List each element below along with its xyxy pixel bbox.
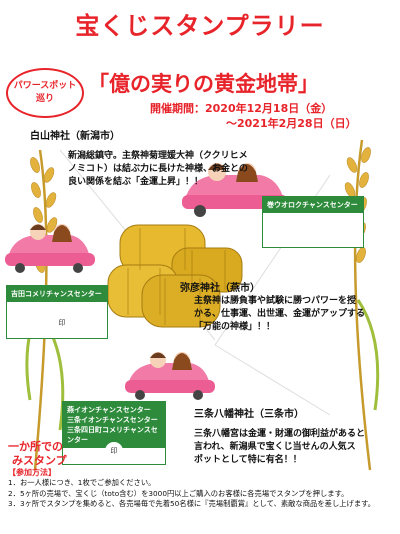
shrine-sanjo-hachiman: 三条八幡神社（三条市） 三条八幡宮は金運・財運の御利益があると 言われ、新潟県で… xyxy=(194,405,398,467)
shrine-desc-line: 良い関係を結ぶ「金運上昇」！！ xyxy=(68,177,204,187)
single-stamp-note: 一か所での みスタンプ xyxy=(8,440,67,468)
store-name: 巻ウオロクチャンスセンター xyxy=(263,197,363,213)
shrine-desc-line: ノミコト）は結ぶ力に長けた神様、お金との xyxy=(68,164,248,174)
rules-title: 【参加方法】 xyxy=(8,468,56,477)
store-name: 三条イオンチャンスセンター xyxy=(67,416,158,424)
shrine-description: 新潟総鎮守。主祭神菊理媛大神（ククリヒメ ノミコト）は結ぶ力に長けた神様、お金と… xyxy=(30,150,270,189)
event-subtitle: 「億の実りの黄金地帯」 xyxy=(88,72,319,96)
badge-line-2: 巡り xyxy=(35,94,54,104)
power-spot-badge: パワースポット 巡り xyxy=(6,68,84,118)
shrine-yahiko: 弥彦神社（燕市） 主祭神は勝負事や試験に勝つパワーを授 かる、仕事運、出世運、金… xyxy=(180,279,398,334)
couple-car-bottom-icon xyxy=(125,352,215,400)
shrine-description: 三条八幡宮は金運・財運の御利益があると 言われ、新潟県で宝くじ当せんの人気ス ポ… xyxy=(194,428,398,467)
shrine-desc-line: 「万能の神様」！！ xyxy=(194,322,276,332)
store-card-tsubame-sanjo: 燕イオンチャンスセンター 三条イオンチャンスセンター 三条四日町コメリチャンスセ… xyxy=(62,401,166,465)
store-name-list: 燕イオンチャンスセンター 三条イオンチャンスセンター 三条四日町コメリチャンスセ… xyxy=(63,402,165,448)
shrine-name: 三条八幡神社（三条市） xyxy=(194,409,304,420)
shrine-name: 弥彦神社（燕市） xyxy=(180,283,260,294)
shrine-desc-line: かる、仕事運、出世運、金運がアップする xyxy=(194,309,366,319)
shrine-desc-line: 新潟総鎮守。主祭神菊理媛大神（ククリヒメ xyxy=(68,151,248,161)
shrine-name: 白山神社（新潟市） xyxy=(30,131,120,142)
rule-item: 2．5ヶ所の売場で、宝くじ（toto含む）を3000円以上ご購入のお客様に各売場… xyxy=(8,488,349,498)
rule-item: 3．3ヶ所でスタンプを集めると、各売場毎で先着50名様に『売場制覇賞』として、素… xyxy=(8,499,375,508)
shrine-desc-line: ポットとして特に有名！！ xyxy=(194,455,302,465)
gold-bales-icon xyxy=(107,224,243,328)
badge-line-1: パワースポット xyxy=(13,81,77,91)
event-date-end: ～2021年2月28日（日） xyxy=(226,117,357,130)
shrine-hakusan: 白山神社（新潟市） 新潟総鎮守。主祭神菊理媛大神（ククリヒメ ノミコト）は結ぶ力… xyxy=(30,127,270,189)
rules-list: 1．お一人様につき、1枚でご参加ください。 2．5ヶ所の売場で、宝くじ（toto… xyxy=(8,478,398,510)
store-name: 燕イオンチャンスセンター xyxy=(67,406,151,414)
store-name: 吉田コメリチャンスセンター xyxy=(7,286,107,302)
store-card-maki-uoroku: 巻ウオロクチャンスセンター xyxy=(262,196,364,248)
page-title: 宝くじスタンプラリー xyxy=(75,12,325,40)
store-name: 三条四日町コメリチャンスセンター xyxy=(67,426,158,444)
store-card-yoshida-komeri: 吉田コメリチャンスセンター 印 xyxy=(6,285,108,339)
single-stamp-line: 一か所での xyxy=(8,440,63,453)
shrine-desc-line: 言われ、新潟県で宝くじ当せんの人気ス xyxy=(194,442,356,452)
single-stamp-line: みスタンプ xyxy=(12,454,67,467)
shrine-desc-line: 三条八幡宮は金運・財運の御利益があると xyxy=(194,429,366,439)
rule-item: 1．お一人様につき、1枚でご参加ください。 xyxy=(8,478,156,487)
event-date-start: 開催期間：2020年12月18日（金） xyxy=(150,102,333,115)
stamp-mark: 印 xyxy=(53,314,71,332)
event-dates: 開催期間：2020年12月18日（金） ～2021年2月28日（日） xyxy=(150,101,357,131)
stamp-mark: 印 xyxy=(105,442,123,460)
couple-car-left-icon xyxy=(5,224,95,273)
shrine-description: 主祭神は勝負事や試験に勝つパワーを授 かる、仕事運、出世運、金運がアップする 「… xyxy=(180,295,398,334)
shrine-desc-line: 主祭神は勝負事や試験に勝つパワーを授 xyxy=(194,296,357,306)
